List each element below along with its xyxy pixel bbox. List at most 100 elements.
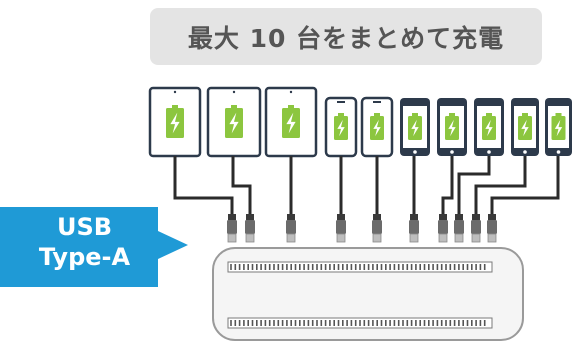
port-ticks	[230, 264, 486, 326]
battery-cap	[288, 105, 294, 108]
lightning-bolt	[229, 112, 239, 134]
plug-body	[454, 220, 464, 234]
usb-plug-icon	[286, 214, 296, 243]
camera-dot	[173, 90, 177, 94]
plug-strain-relief	[373, 214, 381, 220]
cable-7	[438, 156, 454, 243]
battery-cap	[374, 113, 380, 116]
plug-connector	[454, 233, 464, 243]
usb-plug-icon	[409, 214, 419, 243]
home-button	[487, 150, 491, 154]
device-5	[360, 96, 394, 158]
home-button	[523, 150, 527, 154]
cable-10	[487, 156, 560, 243]
cable-1	[173, 156, 237, 243]
plug-connector	[372, 233, 382, 243]
plug-strain-relief	[246, 214, 254, 220]
home-button	[413, 150, 417, 154]
cable-3	[286, 156, 296, 243]
plug-strain-relief	[488, 214, 496, 220]
cable-8	[454, 156, 491, 243]
plug-strain-relief	[439, 214, 447, 220]
callout-line-type-a: Type-A	[38, 243, 131, 271]
cable-4	[336, 156, 346, 243]
plug-connector	[286, 233, 296, 243]
device-8	[474, 98, 504, 156]
battery-cap	[231, 105, 237, 108]
charging-hub-icon	[212, 247, 524, 341]
callout-line-usb: USB	[56, 213, 113, 241]
battery-charging-icon	[551, 113, 566, 140]
camera-dot	[289, 90, 293, 94]
callout-text: USB Type-A	[12, 212, 157, 272]
plug-strain-relief	[410, 214, 418, 220]
battery-cap	[486, 113, 492, 116]
usb-plug-icon	[454, 214, 464, 243]
battery-cap	[172, 105, 178, 108]
callout-arrow-shape	[0, 207, 188, 287]
battery-charging-icon	[408, 113, 422, 140]
home-button	[556, 150, 561, 154]
plug-body	[245, 220, 255, 234]
cable-6	[409, 156, 419, 243]
usb-plug-icon	[372, 214, 382, 243]
usb-plug-icon	[227, 214, 237, 243]
lightning-bolt	[373, 119, 381, 137]
plug-strain-relief	[337, 214, 345, 220]
usb-plug-icon	[487, 214, 497, 243]
device-9	[511, 98, 539, 156]
cable-wire	[441, 156, 454, 218]
battery-cap	[522, 113, 528, 116]
cable-wire	[173, 156, 234, 218]
lightning-bolt	[170, 112, 180, 134]
plug-body	[409, 220, 419, 234]
plug-body	[372, 220, 382, 234]
lightning-bolt	[554, 119, 563, 137]
plug-body	[336, 220, 346, 234]
cable-wire	[457, 156, 491, 218]
headline-text: 最大 10 台をまとめて充電	[187, 23, 505, 53]
lightning-bolt	[448, 119, 456, 137]
battery-charging-icon	[370, 113, 384, 140]
plug-connector	[227, 233, 237, 243]
lightning-bolt	[411, 119, 419, 137]
usb-plug-icon	[336, 214, 346, 243]
battery-charging-icon	[166, 105, 184, 138]
camera-dot	[232, 90, 236, 94]
usb-plug-icon	[438, 214, 448, 243]
battery-cap	[555, 113, 562, 116]
cable-bundle	[173, 156, 560, 243]
device-4	[324, 96, 358, 158]
battery-cap	[449, 113, 455, 116]
device-6	[400, 98, 430, 156]
plug-connector	[487, 233, 497, 243]
battery-charging-icon	[445, 113, 459, 140]
battery-charging-icon	[482, 113, 496, 140]
plug-connector	[409, 233, 419, 243]
plug-body	[471, 220, 481, 234]
battery-charging-icon	[282, 105, 300, 138]
plug-connector	[471, 233, 481, 243]
plug-strain-relief	[455, 214, 463, 220]
plug-body	[286, 220, 296, 234]
usb-plug-icon	[245, 214, 255, 243]
lightning-bolt	[521, 119, 529, 137]
plug-body	[438, 220, 448, 234]
plug-connector	[245, 233, 255, 243]
plug-strain-relief	[228, 214, 236, 220]
usb-type-a-callout: USB Type-A	[0, 207, 190, 287]
device-2	[206, 86, 262, 158]
plug-connector	[438, 233, 448, 243]
cable-wire	[231, 156, 252, 218]
cable-wire	[474, 156, 527, 218]
device-3	[264, 86, 318, 158]
cable-wire	[490, 156, 560, 218]
speaker-slot	[337, 101, 345, 103]
device-1	[148, 86, 202, 158]
speaker-slot	[373, 101, 381, 103]
lightning-bolt	[337, 119, 345, 137]
usb-plug-icon	[471, 214, 481, 243]
plug-body	[227, 220, 237, 234]
plug-strain-relief	[287, 214, 295, 220]
